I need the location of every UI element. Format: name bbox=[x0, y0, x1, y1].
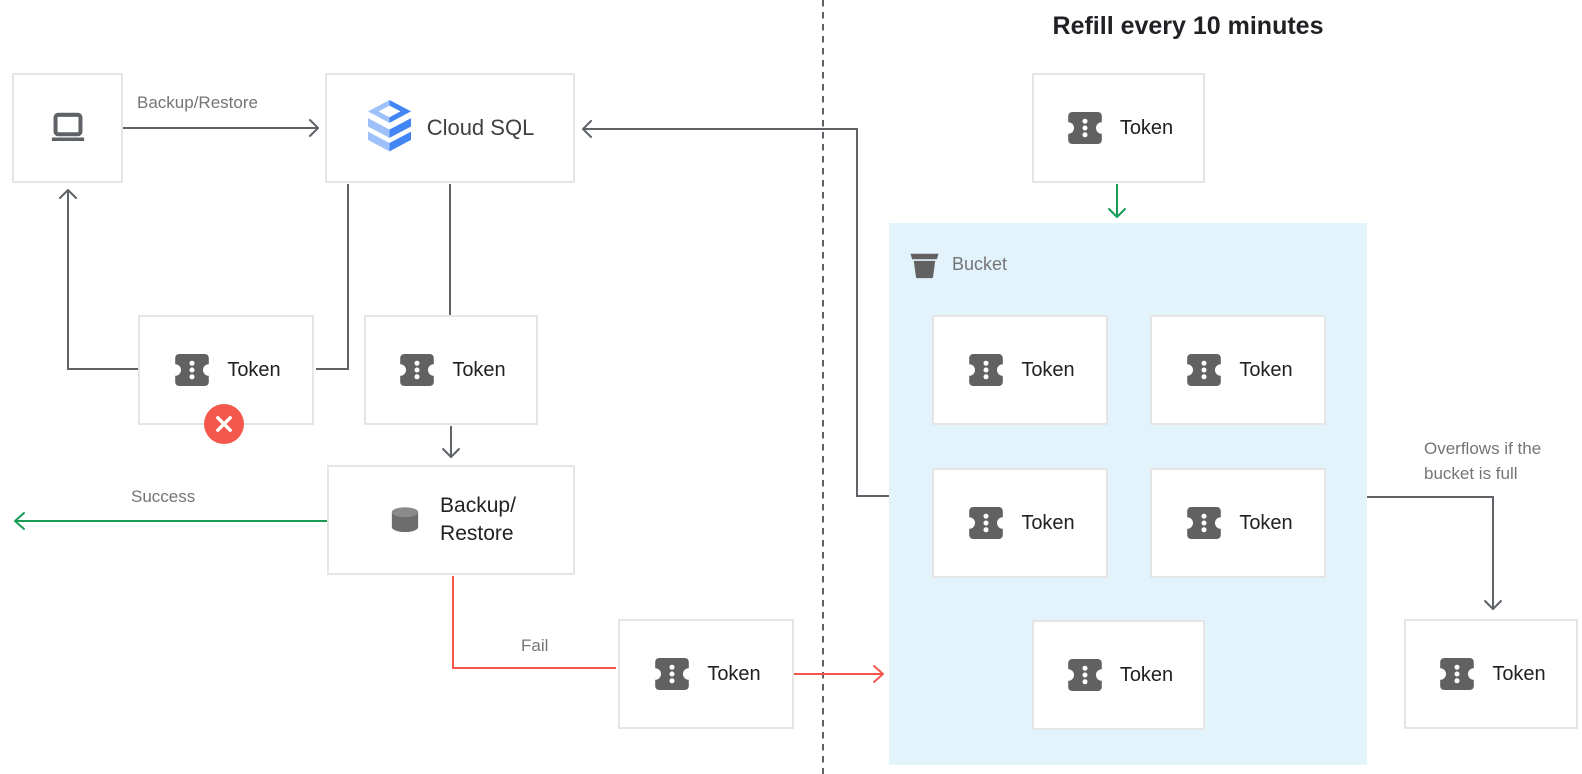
backup-restore-label-line2: Restore bbox=[440, 522, 514, 545]
token-label: Token bbox=[1239, 358, 1293, 381]
bucket-token-node-1: Token bbox=[932, 315, 1108, 425]
token-label: Token bbox=[1021, 358, 1075, 381]
token-node-fail: Token bbox=[618, 619, 794, 729]
arrowhead-left-green bbox=[14, 512, 25, 530]
arrowhead-up bbox=[59, 189, 77, 199]
token-icon bbox=[965, 505, 1007, 541]
bucket-label: Bucket bbox=[952, 254, 1008, 274]
token-icon bbox=[396, 352, 438, 388]
token-label: Token bbox=[227, 358, 281, 381]
token-node-denied: Token bbox=[138, 315, 314, 425]
backup-restore-label: Backup/ Restore bbox=[440, 492, 516, 548]
diagram-title: Refill every 10 minutes bbox=[1052, 12, 1324, 40]
bucket-token-node-3: Token bbox=[932, 468, 1108, 578]
bucket-token-node-4: Token bbox=[1150, 468, 1326, 578]
cloud-sql-node: Cloud SQL bbox=[325, 73, 575, 183]
arrowhead-right-red bbox=[873, 665, 884, 683]
edge-denied-token-to-client bbox=[67, 191, 138, 370]
edge-bucket-to-cloudsql bbox=[584, 128, 889, 497]
token-label: Token bbox=[452, 358, 506, 381]
token-icon bbox=[651, 656, 693, 692]
backup-restore-label-line1: Backup/ bbox=[440, 494, 516, 517]
token-node-consume: Token bbox=[364, 315, 538, 425]
token-node-refill: Token bbox=[1032, 73, 1205, 183]
token-icon bbox=[1064, 657, 1106, 693]
token-icon bbox=[1436, 656, 1478, 692]
client-node bbox=[12, 73, 123, 183]
token-label: Token bbox=[1119, 663, 1174, 686]
backup-restore-node: Backup/ Restore bbox=[327, 465, 575, 575]
arrowhead-down-green bbox=[1108, 208, 1126, 218]
edge-label-fail: Fail bbox=[521, 636, 549, 655]
bucket-token-node-2: Token bbox=[1150, 315, 1326, 425]
database-icon bbox=[386, 503, 424, 537]
arrowhead-down bbox=[1484, 600, 1502, 610]
token-icon bbox=[1183, 352, 1225, 388]
token-label: Token bbox=[1239, 511, 1293, 534]
laptop-icon bbox=[46, 106, 90, 150]
token-icon bbox=[1183, 505, 1225, 541]
edge-label-backup-restore: Backup/Restore bbox=[137, 93, 258, 112]
edge-label-success: Success bbox=[131, 487, 196, 506]
cloud-sql-label: Cloud SQL bbox=[426, 115, 535, 140]
token-label: Token bbox=[1119, 116, 1174, 139]
token-icon bbox=[1064, 110, 1106, 146]
arrowhead-down bbox=[442, 448, 460, 458]
bucket-header: Bucket bbox=[908, 248, 1007, 281]
edge-cloudsql-to-denied-token bbox=[316, 184, 349, 370]
token-label: Token bbox=[1492, 662, 1546, 685]
token-node-overflow: Token bbox=[1404, 619, 1578, 729]
edge-backup-to-fail-token bbox=[452, 576, 616, 669]
cloud-sql-icon bbox=[366, 100, 413, 156]
arrowhead-left bbox=[582, 120, 592, 138]
edge-bucket-to-overflow-token bbox=[1367, 496, 1494, 608]
token-icon bbox=[171, 352, 213, 388]
arrowhead-right bbox=[309, 119, 319, 137]
error-x-badge bbox=[204, 404, 244, 444]
token-icon bbox=[965, 352, 1007, 388]
bucket-token-node-5: Token bbox=[1032, 620, 1205, 730]
token-label: Token bbox=[707, 662, 761, 685]
edge-label-overflow: Overflows if the bucket is full bbox=[1424, 439, 1542, 483]
token-label: Token bbox=[1021, 511, 1075, 534]
